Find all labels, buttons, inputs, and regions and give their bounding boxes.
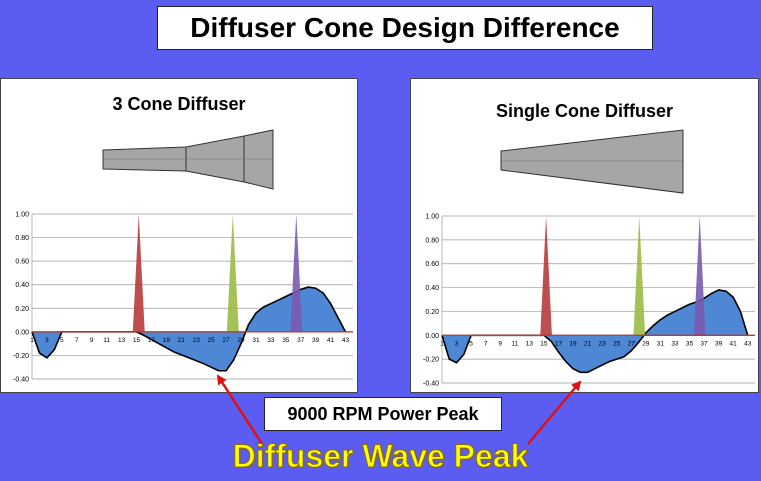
x-tick-label: 39 [312,337,320,344]
x-tick-label: 29 [642,340,650,347]
chart-title: 3 Cone Diffuser [112,94,246,114]
wave-area [442,289,748,373]
chart-title: Single Cone Diffuser [495,101,674,121]
x-tick-label: 21 [178,337,186,344]
x-tick-label: 35 [282,337,290,344]
y-tick-label: 0.20 [425,309,439,316]
x-tick-label: 29 [237,337,245,344]
x-tick-label: 13 [118,337,126,344]
page-title: Diffuser Cone Design Difference [157,6,653,50]
x-tick-label: 43 [342,337,350,344]
x-tick-label: 37 [700,340,708,347]
diffuser-wave-peak-label: Diffuser Wave Peak [232,438,529,475]
x-tick-label: 23 [193,337,201,344]
y-tick-label: 1.00 [425,214,439,221]
x-tick-label: 43 [744,340,752,347]
pulse-purple [290,214,303,332]
x-tick-label: 11 [511,340,518,347]
x-tick-label: 11 [103,337,110,344]
pulse-red [540,216,552,336]
x-tick-label: 5 [469,340,473,347]
y-tick-label: 1.00 [15,212,29,219]
rpm-power-peak-label: 9000 RPM Power Peak [264,397,502,431]
x-tick-label: 5 [60,337,64,344]
diffuser-diagram [500,129,684,194]
x-tick-label: 1 [440,340,444,347]
x-tick-label: 33 [267,337,275,344]
y-tick-label: -0.40 [13,377,29,384]
y-tick-label: 0.20 [15,306,29,313]
x-tick-label: 41 [327,337,335,344]
x-tick-label: 39 [715,340,723,347]
y-tick-label: 0.80 [425,237,439,244]
chart-panel-three-cone: 3 Cone Diffuser 1.00 0.80 0.60 0.40 0.20 0.00… [0,78,358,393]
diffuser-diagram [102,129,274,190]
x-tick-label: 9 [90,337,94,344]
x-tick-label: 19 [163,337,171,344]
x-tick-label: 37 [297,337,305,344]
x-tick-label: 15 [540,340,548,347]
y-tick-label: -0.20 [423,357,439,364]
y-tick-label: 0.60 [425,261,439,268]
y-tick-label: 0.40 [425,285,439,292]
y-tick-label: -0.40 [423,381,439,388]
x-tick-label: 17 [148,337,156,344]
x-tick-label: 17 [555,340,563,347]
wave-area [32,287,346,371]
x-tick-label: 31 [252,337,260,344]
x-tick-label: 9 [498,340,502,347]
chart-panel-single-cone: Single Cone Diffuser 1.00 0.80 0.60 0.40 0.2… [410,78,759,393]
y-tick-label: 0.40 [15,282,29,289]
x-tick-label: 35 [686,340,694,347]
x-tick-label: 3 [45,337,49,344]
x-tick-label: 23 [599,340,607,347]
x-tick-label: 27 [628,340,636,347]
y-tick-label: 0.80 [15,235,29,242]
pulse-green [633,216,646,336]
x-tick-label: 33 [671,340,679,347]
x-tick-label: 15 [133,337,141,344]
y-tick-label: 0.00 [425,333,439,340]
x-tick-label: 25 [613,340,621,347]
diffuser-body [500,129,684,194]
x-tick-label: 27 [222,337,230,344]
x-tick-label: 41 [730,340,738,347]
y-tick-label: 0.00 [15,329,29,336]
wave-outline [441,289,749,374]
x-tick-label: 3 [455,340,459,347]
x-tick-label: 7 [75,337,79,344]
x-tick-label: 7 [484,340,488,347]
x-tick-label: 31 [657,340,665,347]
x-tick-label: 19 [569,340,577,347]
x-tick-label: 21 [584,340,592,347]
x-tick-label: 1 [30,337,34,344]
y-tick-label: 0.60 [15,259,29,266]
x-tick-label: 13 [526,340,534,347]
diffuser-body [102,129,274,190]
pulse-red [132,214,145,332]
pulse-purple [693,216,706,336]
pulse-green [226,214,239,332]
y-tick-label: -0.20 [13,353,29,360]
x-tick-label: 25 [208,337,216,344]
